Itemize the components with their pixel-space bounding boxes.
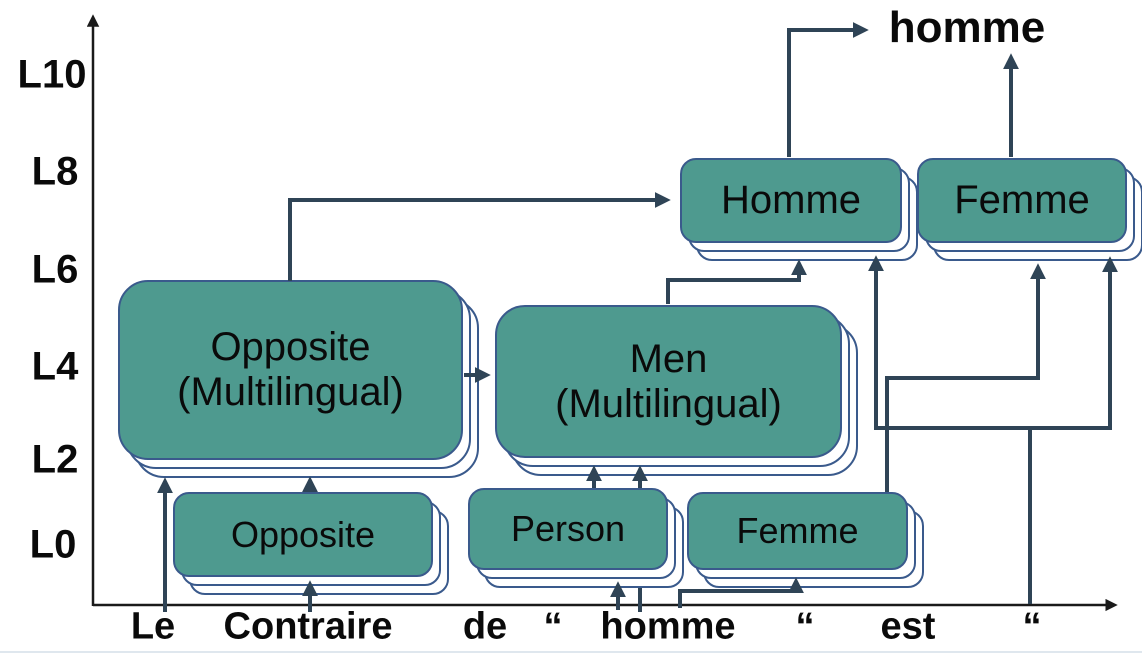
feature-femme-l0: Femme <box>687 492 924 588</box>
bottom-edge <box>0 651 1142 653</box>
feature-homme-l8: Homme <box>680 158 918 261</box>
feature-label: Homme <box>680 158 902 243</box>
feature-label: Femme <box>917 158 1127 243</box>
feature-label: Person <box>468 488 668 570</box>
feature-label-line: Opposite <box>230 513 376 555</box>
feature-men-multilingual: Men (Multilingual) <box>495 305 858 476</box>
feature-label-line: (Multilingual) <box>177 370 404 414</box>
feature-label: Opposite (Multilingual) <box>118 280 463 460</box>
feature-label-line: Person <box>510 508 626 550</box>
feature-label: Opposite <box>173 492 433 577</box>
feature-label: Femme <box>687 492 908 570</box>
feature-label: Men (Multilingual) <box>495 305 842 458</box>
feature-label-line: Homme <box>720 178 862 223</box>
feature-label-line: Opposite <box>210 325 371 370</box>
feature-label-line: (Multilingual) <box>555 381 782 426</box>
feature-label-line: Femme <box>954 178 1090 223</box>
feature-femme-l8: Femme <box>917 158 1142 261</box>
feature-opposite-l0: Opposite <box>173 492 449 595</box>
feature-person-l0: Person <box>468 488 684 588</box>
feature-label-line: Femme <box>736 510 859 552</box>
feature-label-line: Men <box>629 336 708 381</box>
feature-opposite-multilingual: Opposite (Multilingual) <box>118 280 479 478</box>
